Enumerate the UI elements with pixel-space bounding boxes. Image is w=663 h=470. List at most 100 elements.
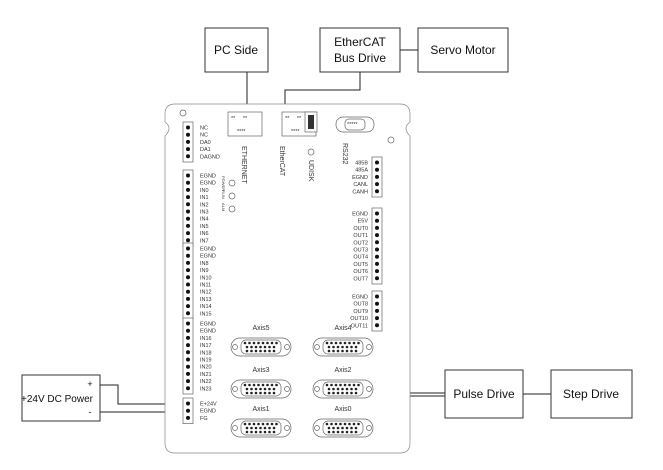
terminal-pin bbox=[375, 276, 379, 281]
svg-text:** **: ** ** bbox=[231, 116, 248, 122]
terminal-pin bbox=[186, 379, 190, 384]
terminal-label: IN12 bbox=[200, 290, 212, 296]
led-power-label: POWER bbox=[221, 176, 226, 191]
terminal-label: EGND bbox=[352, 295, 368, 301]
step-drive-label: Step Drive bbox=[563, 387, 619, 401]
terminal-label: CANL bbox=[353, 182, 368, 188]
svg-text:** **: ** ** bbox=[285, 116, 302, 122]
status-leds: POWER RUN ALM bbox=[221, 176, 236, 213]
terminal-pin bbox=[186, 282, 190, 287]
terminal-pin bbox=[186, 260, 190, 265]
terminal-pin bbox=[186, 223, 190, 228]
rs232-port[interactable]: ***** bbox=[335, 116, 375, 133]
terminal-label: CANH bbox=[352, 189, 368, 195]
terminal-pin bbox=[186, 335, 190, 340]
terminal-pin bbox=[186, 321, 190, 326]
terminal-pin bbox=[375, 167, 379, 172]
terminal-pin bbox=[186, 371, 190, 376]
terminal-label: IN13 bbox=[200, 297, 212, 303]
terminal-label: IN17 bbox=[200, 343, 212, 349]
axis-connector-axis3[interactable]: Axis3 bbox=[230, 367, 292, 399]
terminal-pin bbox=[186, 386, 190, 391]
led-power bbox=[228, 179, 236, 187]
terminal-pin bbox=[186, 275, 190, 280]
ethercat-drive-label-1: EtherCAT bbox=[334, 35, 386, 49]
terminal-label: IN20 bbox=[200, 365, 212, 371]
terminal-label: IN15 bbox=[200, 311, 212, 317]
terminal-label: IN6 bbox=[200, 231, 209, 237]
terminal-label: OUT5 bbox=[353, 262, 368, 268]
servo-motor-box: Servo Motor bbox=[417, 27, 509, 73]
terminal-label: E5V bbox=[358, 219, 369, 225]
axis-label: Axis4 bbox=[334, 325, 351, 332]
terminal-pin bbox=[375, 233, 379, 238]
servo-motor-label: Servo Motor bbox=[430, 43, 495, 57]
axis-label: Axis5 bbox=[252, 325, 269, 332]
terminal-label: EGND bbox=[200, 329, 216, 335]
terminal-pin bbox=[186, 304, 190, 309]
terminal-label: OUT0 bbox=[353, 226, 368, 232]
terminal-label: IN14 bbox=[200, 304, 212, 310]
terminal-label: IN7 bbox=[200, 238, 209, 244]
terminal-label: IN4 bbox=[200, 217, 209, 223]
axis-connector-axis2[interactable]: Axis2 bbox=[312, 367, 374, 399]
terminal-label: IN5 bbox=[200, 224, 209, 230]
terminal-pin bbox=[375, 323, 379, 328]
ethercat-label: EtherCAT bbox=[278, 146, 285, 177]
terminal-label: 485B bbox=[355, 161, 368, 167]
terminal-pin bbox=[375, 247, 379, 252]
terminal-label: EGND bbox=[200, 174, 216, 180]
udisk-port[interactable] bbox=[304, 111, 318, 133]
rs232-label: RS232 bbox=[341, 143, 348, 165]
terminal-pin bbox=[375, 261, 379, 266]
terminal-pin bbox=[186, 289, 190, 294]
axis-connector-axis4[interactable]: Axis4 bbox=[312, 325, 374, 357]
axis-connector-axis5[interactable]: Axis5 bbox=[230, 325, 292, 357]
ethernet-port[interactable]: ** ** **** bbox=[227, 111, 263, 137]
terminal-pin bbox=[375, 189, 379, 194]
terminal-pin bbox=[186, 147, 190, 152]
terminal-label: IN10 bbox=[200, 275, 212, 281]
terminal-pin bbox=[375, 225, 379, 230]
terminal-pin bbox=[186, 408, 190, 413]
axis-label: Axis1 bbox=[252, 406, 269, 413]
pulse-drive-label: Pulse Drive bbox=[453, 387, 515, 401]
terminal-pin bbox=[375, 211, 379, 216]
terminal-label: EGND bbox=[200, 181, 216, 187]
axis-connector-axis1[interactable]: Axis1 bbox=[230, 406, 292, 438]
terminal-label: OUT11 bbox=[351, 323, 368, 329]
axis-label: Axis2 bbox=[334, 367, 351, 374]
axis-connector-axis0[interactable]: Axis0 bbox=[312, 406, 374, 438]
terminal-pin bbox=[186, 328, 190, 333]
terminal-label: OUT4 bbox=[353, 255, 368, 261]
terminal-pin bbox=[186, 246, 190, 251]
power-label: +24V DC Power bbox=[21, 394, 94, 405]
terminal-pin bbox=[375, 240, 379, 245]
terminal-label: OUT6 bbox=[353, 269, 368, 275]
terminal-label: NC bbox=[200, 133, 208, 139]
pulse-drive-box: Pulse Drive bbox=[444, 369, 524, 419]
terminal-label: IN9 bbox=[200, 268, 209, 274]
terminal-label: IN21 bbox=[200, 372, 212, 378]
terminal-label: IN16 bbox=[200, 336, 212, 342]
svg-text:*****: ***** bbox=[347, 122, 359, 128]
ethercat-bus-drive-box: EtherCAT Bus Drive bbox=[319, 27, 401, 73]
terminal-label: OUT1 bbox=[353, 233, 368, 239]
terminal-pin bbox=[186, 350, 190, 355]
terminal-label: 485A bbox=[355, 168, 368, 174]
terminal-pin bbox=[186, 132, 190, 137]
terminal-pin bbox=[375, 254, 379, 259]
terminal-label: EGND bbox=[352, 175, 368, 181]
terminal-pin bbox=[375, 269, 379, 274]
controller-board bbox=[164, 103, 411, 454]
terminal-label: OUT3 bbox=[353, 248, 368, 254]
pc-side-label: PC Side bbox=[214, 43, 258, 57]
